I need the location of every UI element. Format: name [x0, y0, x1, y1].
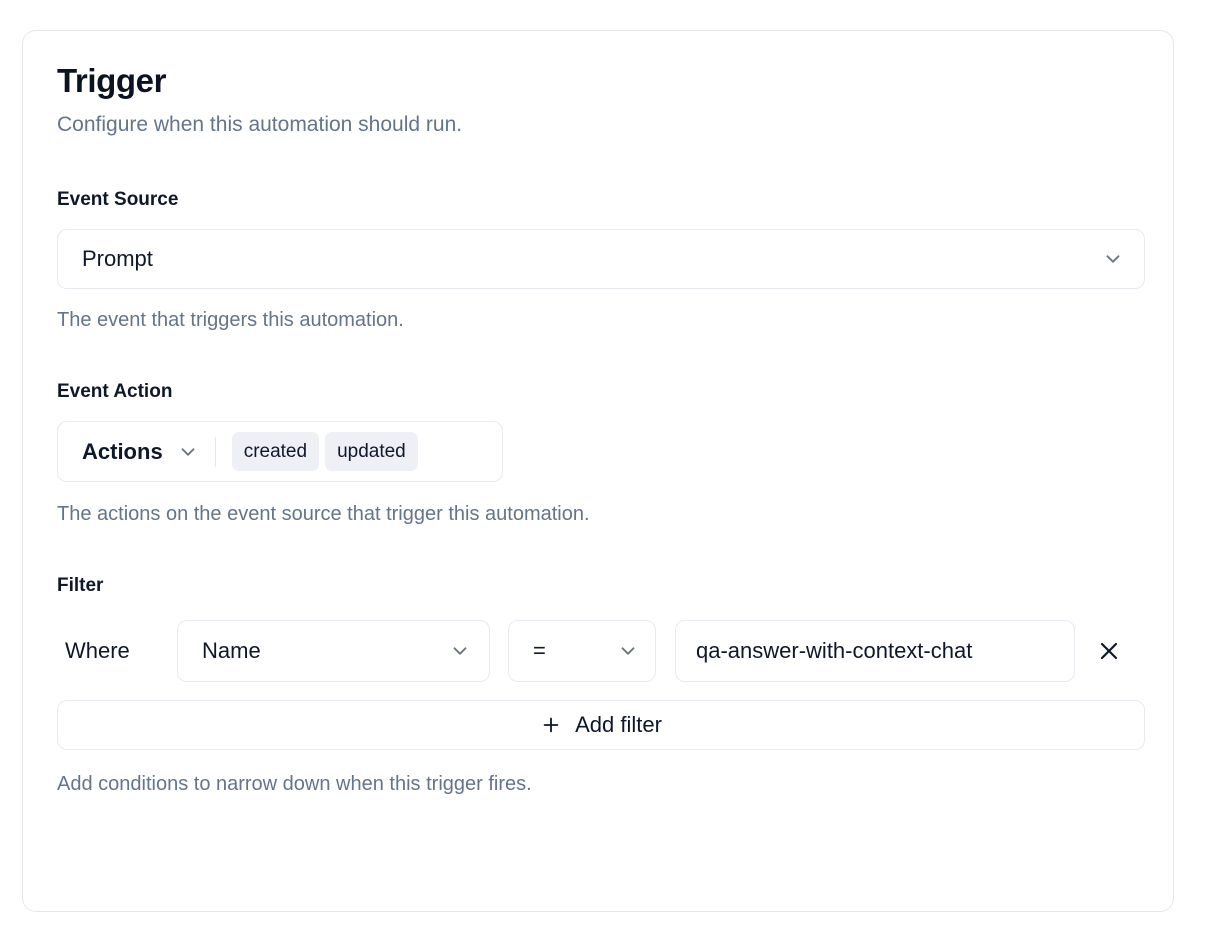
event-source-section: Event Source Prompt The event that trigg… [57, 188, 1145, 333]
filter-operator-select[interactable]: = [508, 620, 656, 682]
event-source-select[interactable]: Prompt [57, 229, 1145, 289]
page-title: Trigger [57, 62, 167, 99]
filter-value-field[interactable] [675, 620, 1075, 682]
chevron-down-icon [1102, 248, 1124, 270]
status-badge[interactable]: updated [325, 432, 418, 471]
filter-section: Filter Where Name = [57, 574, 1145, 797]
remove-filter-button[interactable] [1091, 633, 1127, 669]
filter-label: Filter [57, 575, 104, 596]
divider [214, 436, 216, 467]
chevron-down-icon [617, 640, 639, 662]
plus-icon [540, 714, 562, 736]
close-icon [1097, 639, 1121, 663]
event-action-section: Event Action Actions created updated The… [57, 380, 1139, 527]
filter-value-input[interactable] [694, 637, 1058, 665]
event-action-control: Actions created updated [57, 421, 503, 482]
page-subtitle: Configure when this automation should ru… [57, 113, 463, 136]
filter-field-select[interactable]: Name [177, 620, 490, 682]
filter-help-text: Add conditions to narrow down when this … [57, 773, 532, 795]
event-action-selected-value: Actions [82, 438, 163, 464]
filter-operator-value: = [533, 638, 546, 663]
status-badge[interactable]: created [231, 432, 320, 471]
filter-where-label: Where [65, 638, 130, 663]
chevron-down-icon [449, 640, 471, 662]
trigger-card: Trigger Configure when this automation s… [22, 30, 1174, 912]
filter-row: Where Name = [57, 620, 1139, 682]
add-filter-label: Add filter [575, 712, 662, 737]
event-source-help-text: The event that triggers this automation. [57, 309, 404, 331]
event-source-label: Event Source [57, 189, 179, 210]
event-action-help-text: The actions on the event source that tri… [57, 503, 590, 525]
chevron-down-icon [177, 441, 199, 463]
event-action-badge-list: created updated [231, 432, 418, 471]
event-action-label: Event Action [57, 381, 173, 402]
add-filter-button[interactable]: Add filter [57, 700, 1145, 750]
event-action-select[interactable]: Actions [82, 439, 199, 465]
filter-field-value: Name [202, 638, 261, 663]
event-source-selected-value: Prompt [82, 246, 153, 271]
